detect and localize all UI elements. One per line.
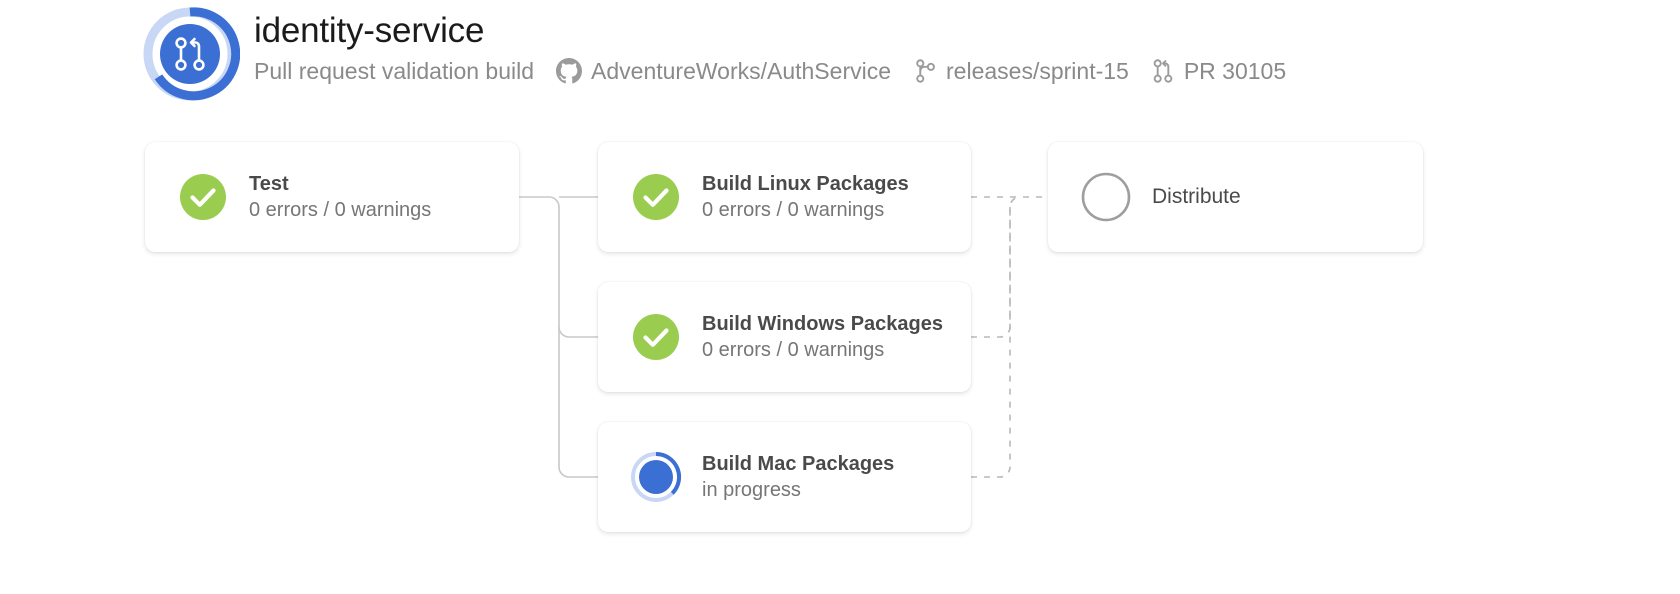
- stage-card-test[interactable]: Test 0 errors / 0 warnings: [145, 142, 519, 252]
- header-text-block: identity-service Pull request validation…: [254, 4, 1286, 86]
- check-circle-icon: [630, 311, 682, 363]
- stage-card-body: Build Mac Packages in progress: [702, 451, 910, 504]
- stage-name: Build Linux Packages: [702, 172, 909, 195]
- branch-icon: [913, 58, 937, 84]
- stage-name: Build Mac Packages: [702, 452, 895, 475]
- build-header: identity-service Pull request validation…: [140, 4, 1286, 104]
- check-circle-icon: [630, 171, 682, 223]
- in-progress-circle-icon: [630, 451, 682, 503]
- stage-summary: 0 errors / 0 warnings: [249, 198, 432, 221]
- repository-link[interactable]: AdventureWorks/AuthService: [556, 56, 891, 86]
- stage-name: Distribute: [1152, 185, 1241, 208]
- pull-request-label: PR 30105: [1183, 58, 1287, 84]
- stage-summary: 0 errors / 0 warnings: [702, 338, 885, 361]
- branch-link[interactable]: releases/sprint-15: [913, 56, 1129, 86]
- branch-label: releases/sprint-15: [946, 58, 1129, 84]
- stage-summary: in progress: [702, 478, 801, 501]
- stage-name: Test: [249, 172, 289, 195]
- build-reason: Pull request validation build: [254, 56, 534, 86]
- stage-card-distribute[interactable]: Distribute: [1048, 142, 1423, 252]
- build-reason-label: Pull request validation build: [254, 58, 535, 84]
- stage-card-body: Build Linux Packages 0 errors / 0 warnin…: [702, 171, 925, 224]
- stage-name: Build Windows Packages: [702, 312, 943, 335]
- page-title: identity-service: [254, 11, 485, 50]
- stage-card-build-linux-packages[interactable]: Build Linux Packages 0 errors / 0 warnin…: [598, 142, 971, 252]
- stage-summary: 0 errors / 0 warnings: [702, 198, 885, 221]
- stage-card-body: Test 0 errors / 0 warnings: [249, 171, 447, 224]
- pending-circle-icon: [1080, 171, 1132, 223]
- github-icon: [556, 58, 583, 84]
- stage-card-build-windows-packages[interactable]: Build Windows Packages 0 errors / 0 warn…: [598, 282, 971, 392]
- build-status-badge: [140, 4, 240, 104]
- repository-label: AdventureWorks/AuthService: [591, 58, 892, 84]
- pull-request-link[interactable]: PR 30105: [1151, 56, 1286, 86]
- stage-card-build-mac-packages[interactable]: Build Mac Packages in progress: [598, 422, 971, 532]
- stage-card-body: Distribute: [1152, 184, 1257, 210]
- pull-request-icon: [1151, 58, 1175, 84]
- build-meta-row: Pull request validation build AdventureW…: [254, 56, 1286, 86]
- check-circle-icon: [177, 171, 229, 223]
- stage-card-body: Build Windows Packages 0 errors / 0 warn…: [702, 311, 959, 364]
